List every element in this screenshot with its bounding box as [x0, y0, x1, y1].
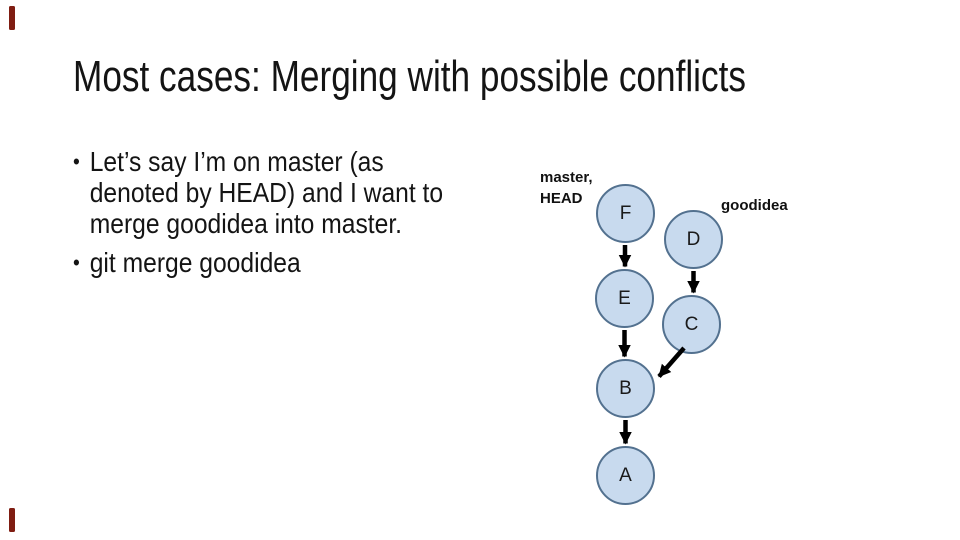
commit-node-c: C [662, 295, 721, 354]
theme-corner-bar-top-left [9, 6, 15, 30]
commit-node-c-label: C [684, 313, 699, 335]
commit-node-d: D [664, 210, 723, 269]
slide-body: • Let’s say I’m on master (as denoted by… [73, 146, 487, 278]
theme-corner-bar-bottom-left [9, 508, 15, 532]
commit-node-e-label: E [618, 287, 631, 309]
arrow-c-to-b [657, 346, 686, 378]
branch-label-goodidea: goodidea [721, 197, 788, 214]
bullet-glyph: • [73, 250, 80, 275]
bullet-2-line-1: git merge goodidea [89, 247, 301, 278]
commit-node-a: A [596, 446, 655, 505]
branch-label-head: HEAD [540, 190, 583, 207]
bullet-1-text: Let’s say I’m on master (as denoted by H… [90, 146, 487, 239]
bullet-1-line-2: denoted by HEAD) and I want to [89, 177, 444, 208]
commit-node-b-label: B [619, 377, 632, 399]
commit-node-b: B [596, 359, 655, 418]
branch-label-master-head: master, HEAD [540, 167, 593, 209]
bullet-1-line-1: Let’s say I’m on master (as [89, 146, 384, 177]
branch-label-master: master, [540, 169, 593, 186]
bullet-2-text: git merge goodidea [90, 247, 487, 278]
commit-node-d-label: D [686, 228, 701, 250]
commit-node-f-label: F [619, 202, 632, 224]
slide-title: Most cases: Merging with possible confli… [73, 52, 746, 101]
bullet-1-line-3: merge goodidea into master. [89, 208, 403, 239]
commit-node-f: F [596, 184, 655, 243]
commit-node-a-label: A [619, 464, 632, 486]
bullet-glyph: • [73, 149, 80, 174]
bullet-item-1: • Let’s say I’m on master (as denoted by… [73, 146, 487, 239]
commit-node-e: E [595, 269, 654, 328]
bullet-item-2: • git merge goodidea [73, 247, 487, 278]
